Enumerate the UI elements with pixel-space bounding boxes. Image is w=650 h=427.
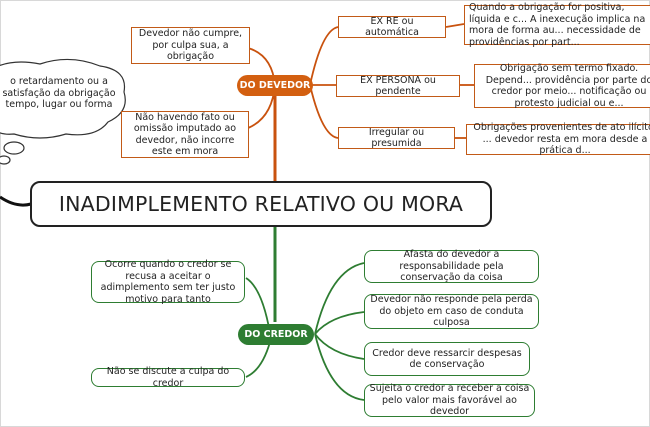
credor-effect: Sujeita o credor a receber a coisa pelo …: [364, 383, 535, 417]
credor-effect: Devedor não responde pela perda do objet…: [364, 294, 539, 329]
devedor-type-detail: Quando a obrigação for positiva, líquida…: [464, 2, 650, 48]
credor-note: Não se discute a culpa do credor: [91, 366, 245, 389]
devedor-type: EX PERSONA ou pendente: [336, 75, 460, 97]
credor-effect3-link: [314, 333, 365, 360]
main-topic: INADIMPLEMENTO RELATIVO OU MORA: [30, 181, 492, 227]
devedor-node: DO DEVEDOR: [237, 75, 313, 96]
devedor-detail1-link: [445, 23, 465, 28]
devedor-type: Irregular ou presumida: [338, 127, 455, 149]
cloud-shape: [0, 58, 126, 165]
cloud-note: o retardamento ou a satisfação da obriga…: [2, 76, 116, 110]
devedor-type: EX RE ou automática: [338, 16, 446, 38]
credor-effect1-link: [314, 262, 365, 335]
devedor-note: Devedor não cumpre, por culpa sua, a obr…: [131, 27, 250, 64]
credor-effect: Afasta do devedor a responsabilidade pel…: [364, 249, 539, 283]
devedor-type-detail: Obrigação sem termo fixado. Depend... pr…: [474, 63, 650, 109]
devedor-type-detail: Obrigações provenientes de ato ilícito. …: [466, 122, 650, 156]
devedor-note: Não havendo fato ou omissão imputado ao …: [121, 111, 249, 158]
devedor-type3-link: [309, 84, 339, 139]
devedor-type1-link: [309, 26, 339, 86]
credor-node: DO CREDOR: [238, 324, 314, 345]
credor-note: Ocorre quando o credor se recusa a aceit…: [91, 259, 245, 305]
credor-effect4-link: [314, 333, 365, 401]
credor-effect: Credor deve ressarcir despesas de conser…: [364, 342, 530, 376]
credor-effect2-link: [314, 311, 365, 335]
credor-note2-link: [245, 341, 271, 378]
main-left-stub: [0, 195, 32, 207]
